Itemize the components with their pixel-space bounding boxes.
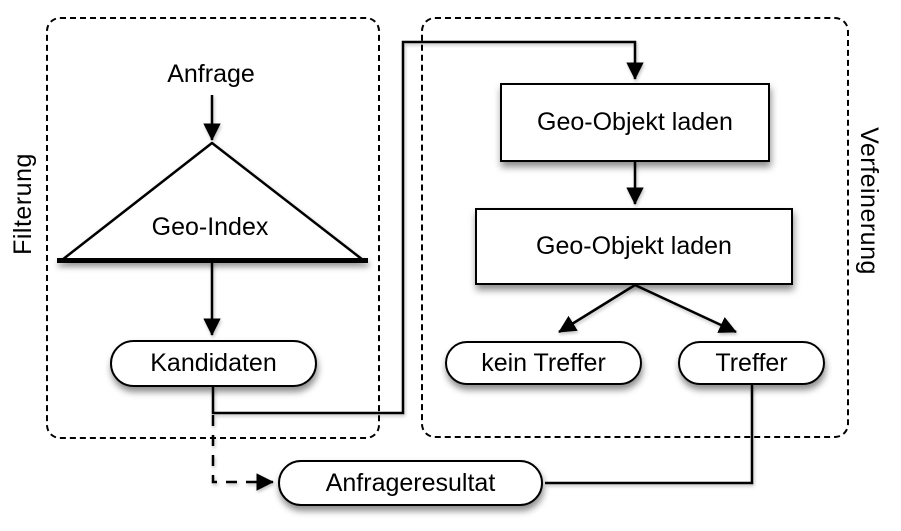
load-geo-object-box-2-label: Geo-Objekt laden	[536, 232, 732, 260]
kein-treffer-node-label: kein Treffer	[481, 348, 606, 377]
connector-treffer-to-anfrageresultat	[545, 385, 754, 485]
refinement-panel-label: Verfeinerung	[855, 127, 883, 275]
anfrage-node: Anfrage	[167, 60, 255, 88]
geo-index-triangle	[57, 141, 368, 263]
dashed-arrow-kandidaten-to-anfrageresultat	[211, 415, 274, 491]
geo-index-label: Geo-Index	[151, 213, 269, 241]
load-geo-object-box-1: Geo-Objekt laden	[500, 83, 770, 162]
load-geo-object-box-2: Geo-Objekt laden	[475, 208, 793, 285]
treffer-node-label: Treffer	[715, 348, 788, 377]
anfrageresultat-node: Anfrageresultat	[278, 460, 543, 506]
arrow-load2-to-kein-treffer	[558, 283, 636, 334]
kandidaten-node: Kandidaten	[110, 340, 317, 387]
load-geo-object-box-1-label: Geo-Objekt laden	[537, 108, 733, 136]
refinement-panel-border	[421, 17, 849, 438]
treffer-node: Treffer	[678, 341, 825, 385]
kein-treffer-node: kein Treffer	[445, 341, 642, 385]
arrow-load2-to-treffer	[634, 283, 737, 334]
filtering-panel-label: Filterung	[9, 153, 37, 255]
anfrageresultat-node-label: Anfrageresultat	[325, 468, 496, 497]
connector-kandidaten-to-load1	[211, 40, 644, 415]
kandidaten-node-label: Kandidaten	[150, 349, 277, 377]
